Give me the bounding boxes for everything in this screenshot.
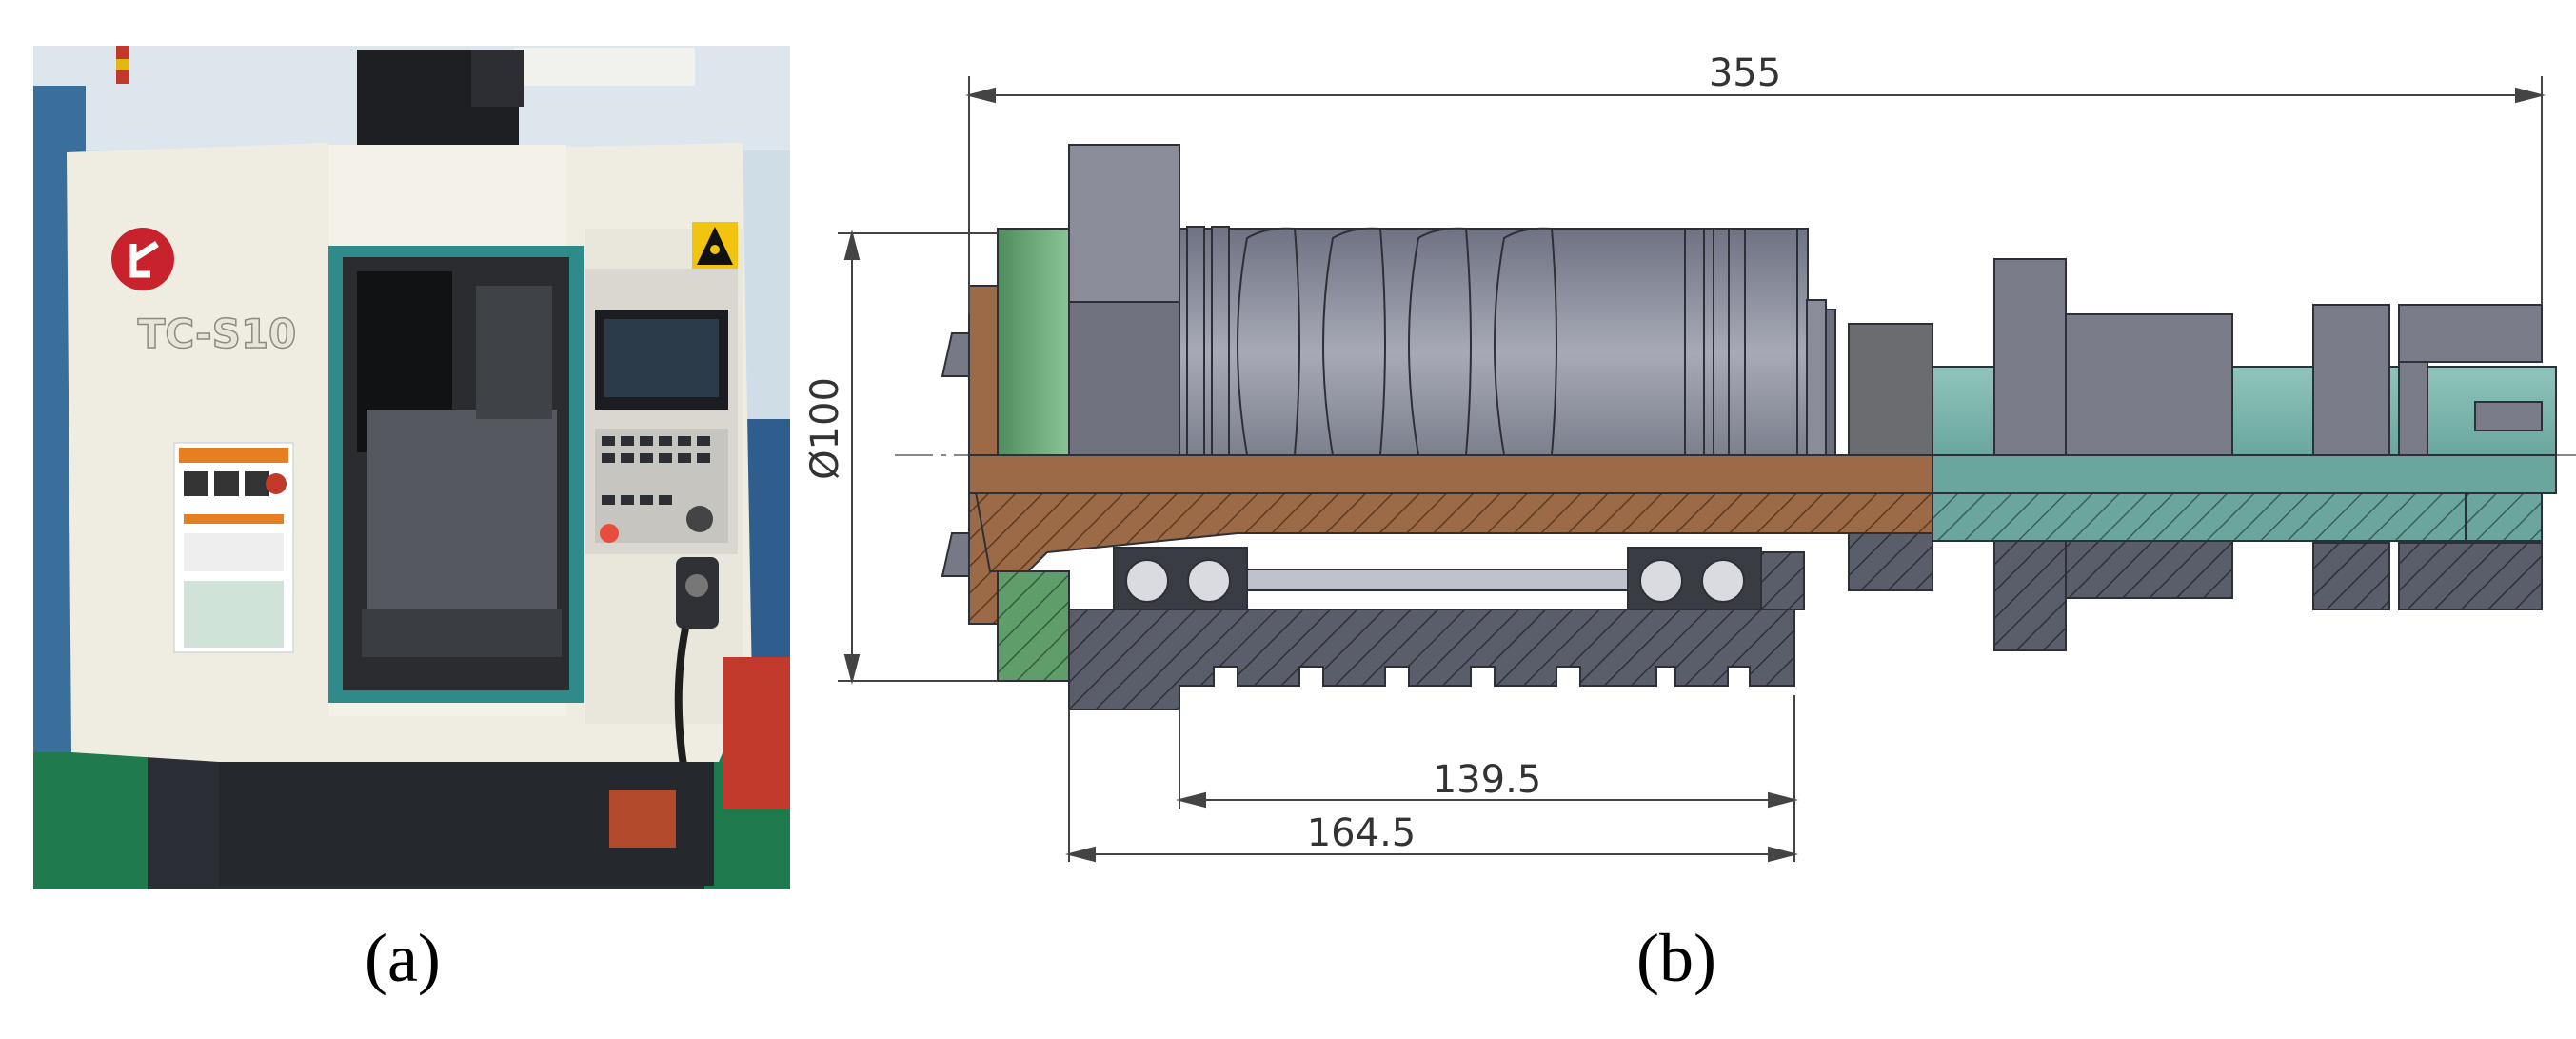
laser-warning-icon [692, 222, 738, 270]
dimension-housing [1065, 709, 1798, 863]
spindle-upper-view [941, 144, 2557, 456]
safety-label [173, 442, 294, 653]
cnc-control-panel [585, 269, 738, 554]
dimension-overall-label: 355 [1709, 51, 1781, 95]
bearing-rear [1627, 547, 1762, 615]
spindle-lower-section [941, 454, 2557, 710]
machine-model-label: TC-S10 [138, 310, 297, 357]
machine-logo-icon [111, 228, 174, 290]
caption-a: (a) [365, 920, 441, 996]
dimension-bearing-span [1176, 695, 1798, 862]
dimension-bearing-span-label: 139.5 [1433, 758, 1542, 802]
caption-b: (b) [1636, 920, 1716, 996]
machine-photo: TC-S10 [33, 46, 790, 889]
dimension-diameter-label: Ø100 [803, 377, 847, 480]
dimension-diameter [838, 230, 998, 685]
machine-window [328, 246, 584, 703]
dimension-housing-label: 164.5 [1307, 811, 1417, 855]
bearing-front [1113, 547, 1248, 615]
dimension-overall [965, 76, 2546, 314]
